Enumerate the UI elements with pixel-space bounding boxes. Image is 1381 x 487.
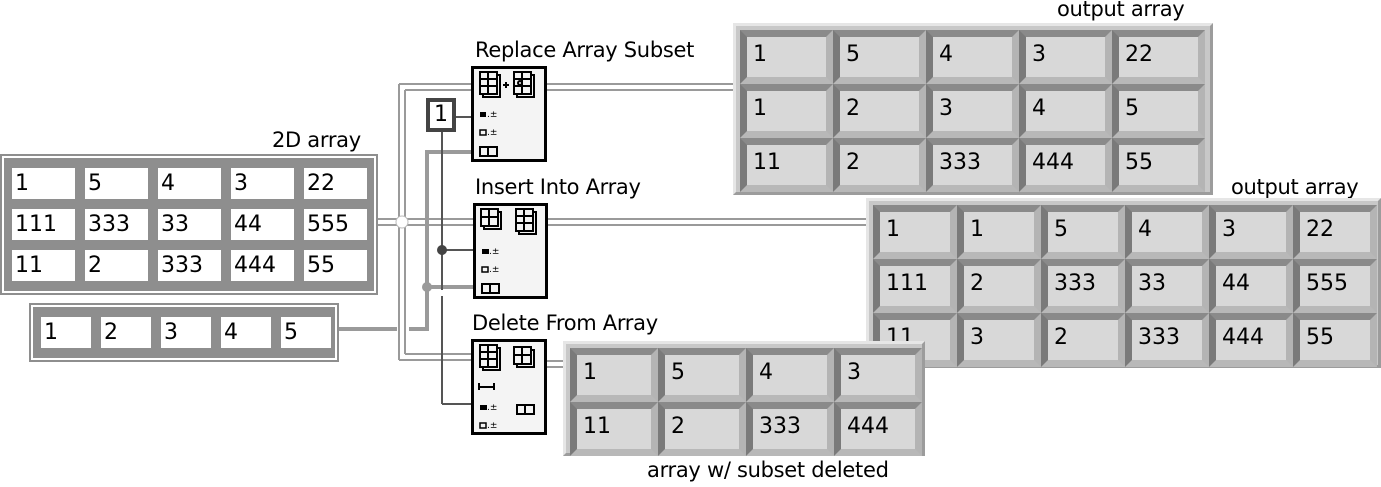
delete-output-label: array w/ subset deleted	[647, 458, 889, 482]
array-2d-cell[interactable]: 333	[158, 250, 221, 281]
replace-array-subset-icon: .± .±	[479, 71, 535, 157]
replace-output-cell: 5	[1112, 84, 1205, 138]
delete-output-cell: 333	[746, 402, 834, 456]
insert-into-array-icon: .± .±	[480, 208, 537, 294]
replace-output-cell: 1	[740, 30, 833, 84]
delete-output-cell: 1	[570, 348, 658, 402]
array-1d-cell[interactable]: 3	[161, 317, 211, 348]
array-2d-cell[interactable]: 2	[85, 250, 148, 281]
insert-output-cell: 333	[1125, 313, 1209, 367]
array-2d-cell[interactable]: 4	[158, 168, 221, 199]
replace-node-title: Replace Array Subset	[475, 38, 695, 62]
wire-junction-index	[437, 245, 447, 255]
svg-text:.±: .±	[489, 247, 499, 257]
replace-output-cell: 22	[1112, 30, 1205, 84]
insert-output-cell: 444	[1209, 313, 1293, 367]
replace-output-cell: 333	[926, 138, 1019, 192]
insert-into-array-node[interactable]: .± .±	[473, 203, 548, 299]
wire-replace-output[interactable]	[545, 83, 733, 91]
replace-output-cell: 5	[833, 30, 926, 84]
replace-output-cell: 55	[1112, 138, 1205, 192]
array-2d-cell[interactable]: 3	[231, 168, 294, 199]
delete-output-cell: 11	[570, 402, 658, 456]
array-2d-cell[interactable]: 1	[12, 168, 75, 199]
array-1d-cell[interactable]: 5	[281, 317, 331, 348]
insert-output-cell: 22	[1293, 205, 1377, 259]
svg-text:.±: .±	[489, 265, 499, 275]
wire-index[interactable]	[441, 116, 474, 405]
delete-output-cell: 4	[746, 348, 834, 402]
replace-output-label: output array	[1057, 0, 1185, 21]
insert-node-title: Insert Into Array	[475, 175, 641, 199]
replace-output-cell: 4	[1019, 84, 1112, 138]
array-2d-cell[interactable]: 11	[12, 250, 75, 281]
wire-junction-1d	[422, 282, 432, 292]
insert-output-cell: 333	[1041, 259, 1125, 313]
insert-output-cell: 5	[1041, 205, 1125, 259]
wire-insert-output[interactable]	[546, 218, 866, 226]
array-2d-cell[interactable]: 44	[231, 209, 294, 240]
insert-output-cell: 44	[1209, 259, 1293, 313]
delete-output-cell: 444	[834, 402, 922, 456]
array-2d-cell[interactable]: 333	[85, 209, 148, 240]
replace-output-cell: 4	[926, 30, 1019, 84]
replace-output-cell: 2	[833, 84, 926, 138]
index-constant[interactable]: 1	[426, 98, 456, 132]
delete-output-cell: 2	[658, 402, 746, 456]
insert-output-cell: 2	[1041, 313, 1125, 367]
delete-node-title: Delete From Array	[472, 311, 658, 335]
array-2d-label: 2D array	[272, 128, 361, 152]
array-2d-cell[interactable]: 33	[158, 209, 221, 240]
insert-output-cell: 3	[1209, 205, 1293, 259]
replace-output-cell: 1	[740, 84, 833, 138]
array-2d-cell[interactable]: 555	[304, 209, 367, 240]
wire-junction	[395, 215, 409, 229]
insert-output-cell: 1	[873, 205, 957, 259]
insert-output-cell: 1	[957, 205, 1041, 259]
svg-text:.±: .±	[487, 128, 497, 138]
array-1d-cell[interactable]: 4	[221, 317, 271, 348]
insert-output-cell: 55	[1293, 313, 1377, 367]
array-2d-cell[interactable]: 22	[304, 168, 367, 199]
wire-delete-output[interactable]	[545, 360, 563, 368]
array-2d-cell[interactable]: 55	[304, 250, 367, 281]
array-2d-cell[interactable]: 111	[12, 209, 75, 240]
array-2d-cell[interactable]: 444	[231, 250, 294, 281]
replace-output-cell: 3	[1019, 30, 1112, 84]
insert-output-cell: 4	[1125, 205, 1209, 259]
replace-output-cell: 2	[833, 138, 926, 192]
insert-output-cell: 111	[873, 259, 957, 313]
delete-from-array-node[interactable]: .± .±	[471, 339, 547, 435]
insert-output-cell: 3	[957, 313, 1041, 367]
insert-output-cell: 2	[957, 259, 1041, 313]
replace-output-cell: 3	[926, 84, 1019, 138]
replace-output-cell: 444	[1019, 138, 1112, 192]
replace-output-cell: 11	[740, 138, 833, 192]
svg-text:.±: .±	[487, 421, 497, 431]
array-1d-cell[interactable]: 2	[101, 317, 151, 348]
wire-1d-array[interactable]	[337, 150, 474, 331]
delete-output-cell: 3	[834, 348, 922, 402]
array-1d-cell[interactable]: 1	[41, 317, 91, 348]
insert-output-cell: 33	[1125, 259, 1209, 313]
delete-from-array-icon: .± .±	[478, 344, 535, 431]
insert-output-label: output array	[1231, 175, 1359, 199]
insert-output-cell: 555	[1293, 259, 1377, 313]
delete-output-cell: 5	[658, 348, 746, 402]
array-2d-cell[interactable]: 5	[85, 168, 148, 199]
svg-text:.±: .±	[487, 110, 497, 120]
svg-text:.±: .±	[487, 403, 497, 413]
replace-array-subset-node[interactable]: .± .±	[471, 66, 547, 162]
